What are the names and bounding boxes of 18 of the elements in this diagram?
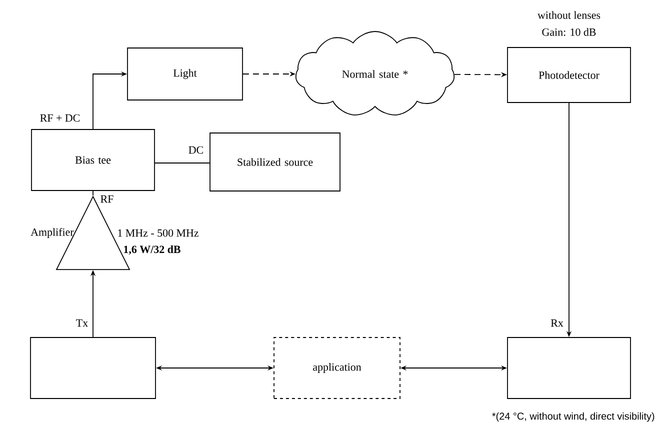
beside-text: Amplifier (30, 228, 74, 238)
process-box: Photodetector (507, 47, 631, 103)
footnote: *(24 °C, without wind, direct visibility) (492, 412, 654, 422)
process-box (30, 337, 156, 399)
dashed-box: application (274, 337, 400, 399)
process-box: Bias tee (31, 129, 155, 191)
edge-label: Tx (74, 318, 90, 328)
edge-label: DC (187, 145, 205, 155)
beside-text: 1,6 W/32 dB (124, 245, 180, 255)
edge-label: RF (99, 194, 115, 204)
beside-text: Gain: 10 dB (542, 28, 596, 36)
process-box: Light (127, 48, 243, 100)
edge-label: RF + DC (38, 113, 82, 123)
beside-text: 1 MHz - 500 MHz (118, 229, 198, 237)
process-box (507, 337, 631, 399)
beside-text: without lenses (538, 11, 600, 19)
edge-label: Rx (550, 318, 564, 328)
process-box: Stabilized source (210, 132, 340, 192)
